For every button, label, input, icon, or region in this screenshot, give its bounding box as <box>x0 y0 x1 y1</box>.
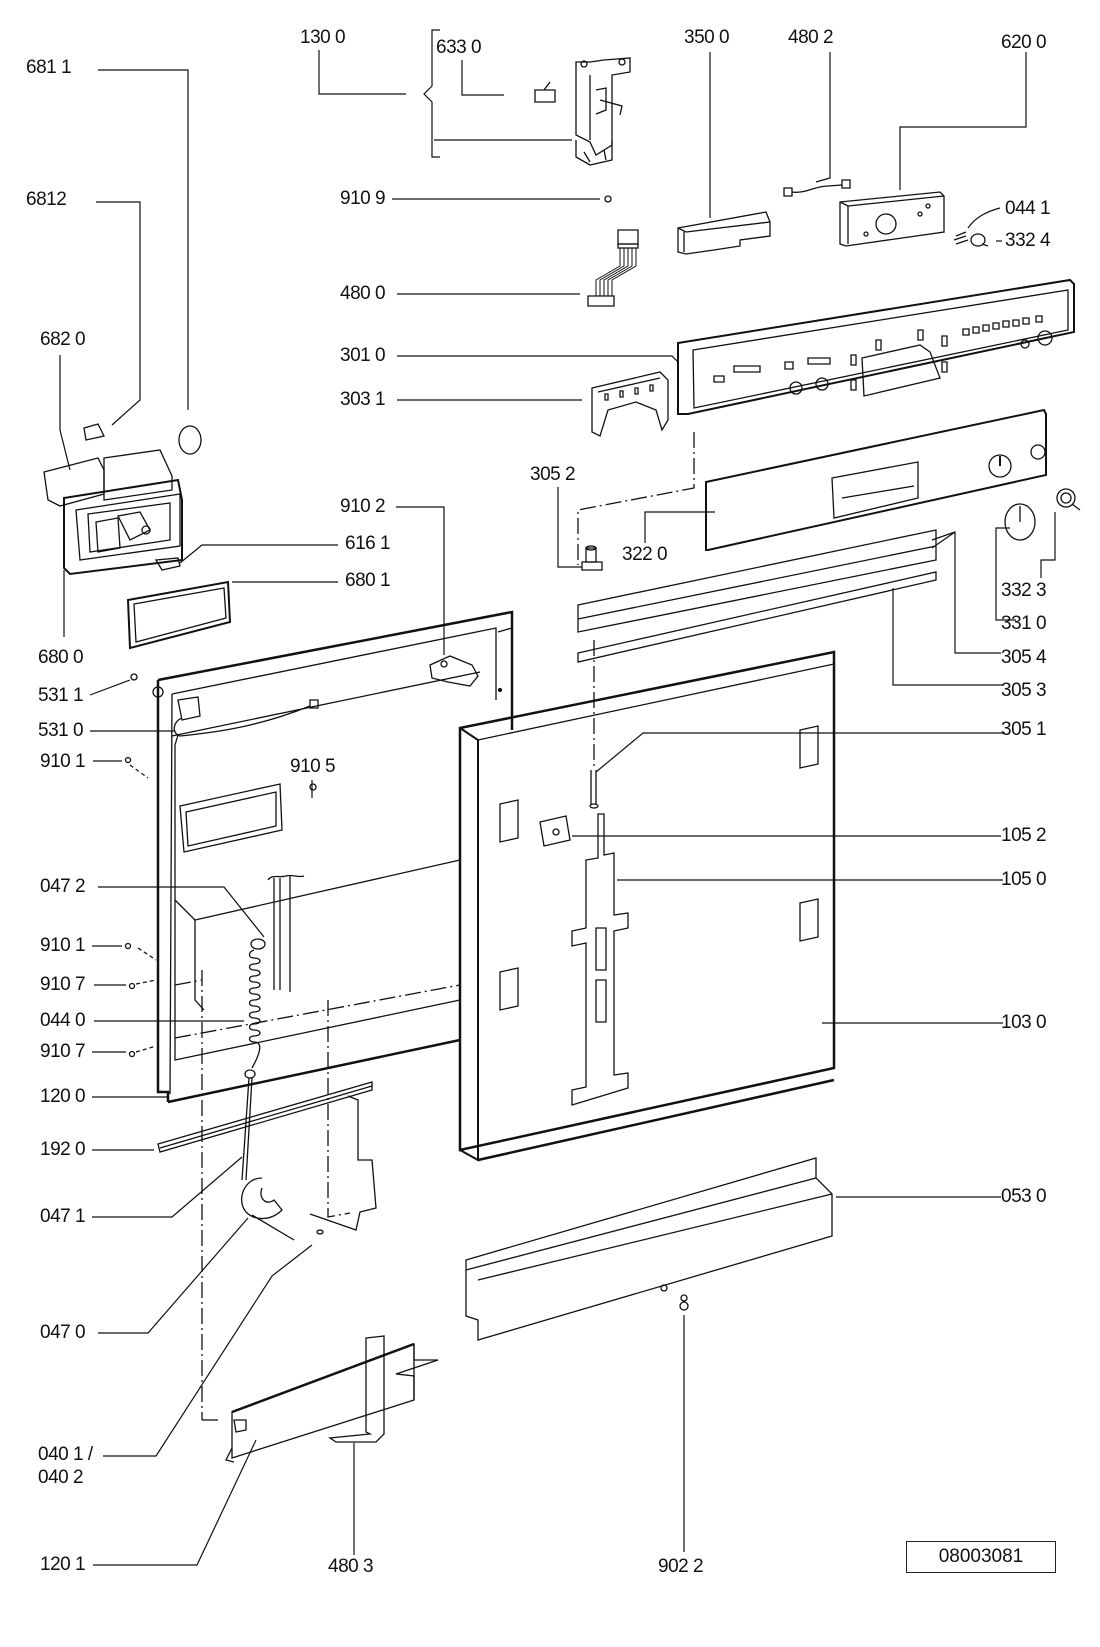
electronic-module-620-0 <box>840 192 988 246</box>
callout-332-4: 332 4 <box>1005 230 1051 251</box>
callout-680-0: 680 0 <box>38 647 84 668</box>
alignment-line <box>578 432 694 565</box>
spring-and-rod <box>158 939 376 1240</box>
callout-480-0: 480 0 <box>340 283 386 304</box>
callout-040-1: 040 1 / <box>38 1444 93 1465</box>
callout-531-0: 531 0 <box>38 720 84 741</box>
callout-047-2: 047 2 <box>40 876 86 897</box>
inner-door-frame-120-0 <box>126 612 513 1102</box>
callout-305-4: 305 4 <box>1001 647 1047 668</box>
callout-910-9: 910 9 <box>340 188 386 209</box>
callout-531-1: 531 1 <box>38 685 84 706</box>
drawing-reference-number: 08003081 <box>906 1541 1056 1573</box>
callout-105-0: 105 0 <box>1001 869 1047 890</box>
callout-620-0: 620 0 <box>1001 32 1047 53</box>
alignment-lines-lower <box>175 970 460 1420</box>
bracket-105-0 <box>540 814 628 1105</box>
callout-910-1-upper: 910 1 <box>40 751 86 772</box>
lower-rail-and-clip <box>226 1336 438 1462</box>
callout-105-2: 105 2 <box>1001 825 1047 846</box>
dispenser-680-0 <box>44 424 230 648</box>
cable-480-2 <box>784 180 850 196</box>
callout-902-2: 902 2 <box>658 1556 704 1577</box>
knobs <box>1005 489 1080 540</box>
callout-305-2: 305 2 <box>530 464 576 485</box>
callout-331-0: 331 0 <box>1001 613 1047 634</box>
callout-480-2: 480 2 <box>788 27 834 48</box>
trim-bars <box>578 530 936 662</box>
callout-303-1: 303 1 <box>340 389 386 410</box>
outer-door-panel-103-0 <box>460 652 834 1160</box>
screw-305-1 <box>590 770 598 808</box>
callout-044-1: 044 1 <box>1005 198 1051 219</box>
callout-192-0: 192 0 <box>40 1139 86 1160</box>
callout-047-0: 047 0 <box>40 1322 86 1343</box>
callout-120-0: 120 0 <box>40 1086 86 1107</box>
callout-616-1: 616 1 <box>345 533 391 554</box>
callout-130-0: 130 0 <box>300 27 346 48</box>
callout-682-0: 682 0 <box>40 329 86 350</box>
inner-frame-right <box>498 628 512 712</box>
callout-350-0: 350 0 <box>684 27 730 48</box>
kick-plate-053-0 <box>466 1158 832 1340</box>
pcb-module-350-0 <box>678 212 770 254</box>
callout-680-1: 680 1 <box>345 570 391 591</box>
callout-305-1: 305 1 <box>1001 719 1047 740</box>
control-panel-facia-301-0 <box>678 280 1074 414</box>
callout-053-0: 053 0 <box>1001 1186 1047 1207</box>
callout-040-2: 040 2 <box>38 1467 84 1488</box>
callout-120-1: 120 1 <box>40 1554 86 1575</box>
callout-301-0: 301 0 <box>340 345 386 366</box>
callout-332-3: 332 3 <box>1001 580 1047 601</box>
callout-910-5: 910 5 <box>290 756 336 777</box>
callout-910-7-upper: 910 7 <box>40 974 86 995</box>
door-lock-assembly <box>535 58 630 202</box>
leader-lines <box>60 30 1055 1565</box>
handle-303-1 <box>592 372 668 436</box>
callout-681-1: 681 1 <box>26 57 72 78</box>
callout-633-0: 633 0 <box>436 37 482 58</box>
callout-322-0: 322 0 <box>622 544 668 565</box>
cap-305-2 <box>582 546 602 570</box>
cable-harness-480-0 <box>588 230 638 306</box>
callout-480-3: 480 3 <box>328 1556 374 1577</box>
callout-047-1: 047 1 <box>40 1206 86 1227</box>
callout-910-1-lower: 910 1 <box>40 935 86 956</box>
callout-910-7-lower: 910 7 <box>40 1041 86 1062</box>
callout-103-0: 103 0 <box>1001 1012 1047 1033</box>
display-panel-322-0 <box>706 410 1046 550</box>
callout-044-0: 044 0 <box>40 1010 86 1031</box>
callout-305-3: 305 3 <box>1001 680 1047 701</box>
callout-6812: 6812 <box>26 189 67 210</box>
callout-910-2: 910 2 <box>340 496 386 517</box>
